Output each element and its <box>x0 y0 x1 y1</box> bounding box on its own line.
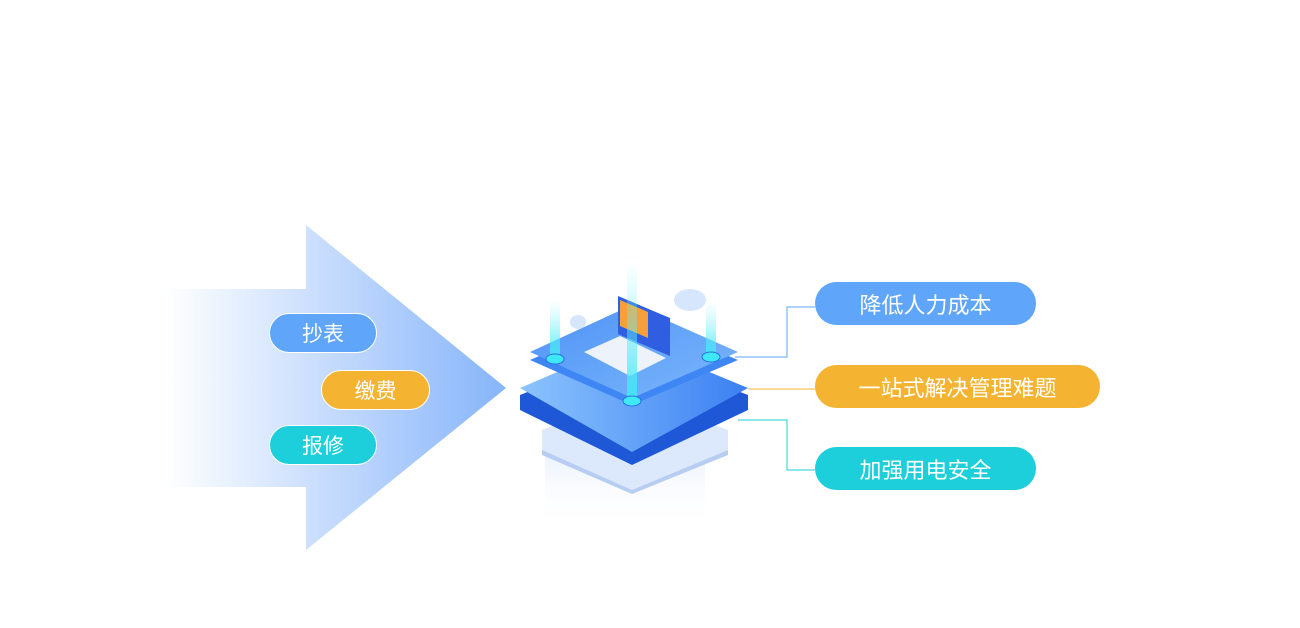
cloud-icon <box>570 289 706 329</box>
platform-illustration <box>520 260 748 530</box>
benefit-pill-one-stop: 一站式解决管理难题 <box>815 365 1100 408</box>
input-pill-repair: 报修 <box>269 425 377 465</box>
connector-lines <box>735 306 815 471</box>
input-pill-meter-reading: 抄表 <box>269 313 377 353</box>
benefit-pill-safety: 加强用电安全 <box>815 447 1036 490</box>
benefit-pill-reduce-cost: 降低人力成本 <box>815 282 1036 325</box>
input-pill-payment: 缴费 <box>321 370 430 410</box>
